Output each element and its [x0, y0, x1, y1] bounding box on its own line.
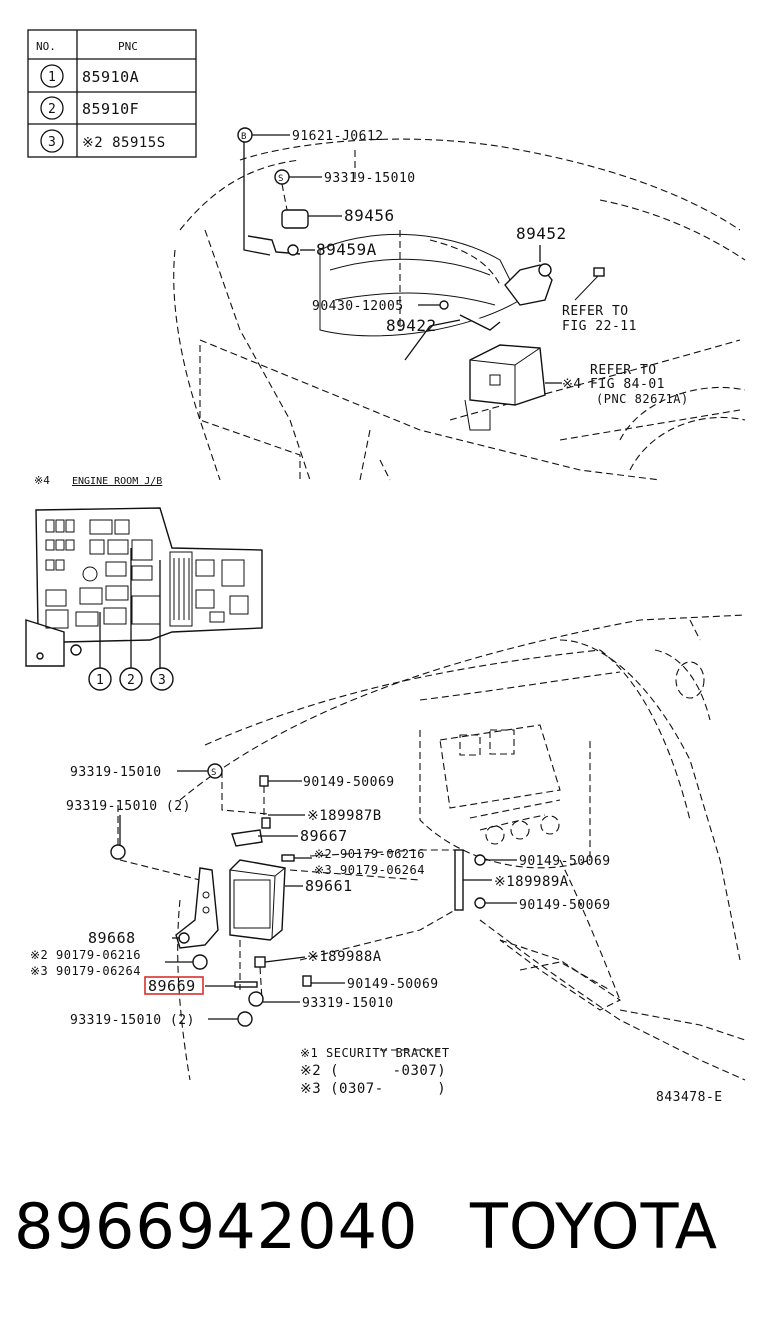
- parts-diagram: NO. PNC 1 85910A 2 85910F 3 ※2 85915S: [25, 29, 746, 1105]
- callout-89459A: 89459A: [316, 240, 377, 259]
- table-row-3-no: 3: [48, 135, 56, 150]
- callout-90179-06216-right: ※2 90179-06216: [314, 847, 425, 861]
- callout-90149-50069-c: 90149-50069: [519, 898, 611, 913]
- callout-90179-06264-right: ※3 90179-06264: [314, 863, 425, 877]
- jb-detail: ※4 ENGINE ROOM J/B: [25, 474, 263, 691]
- dashboard-drawing: S: [110, 614, 746, 1081]
- callout-189989A: ※189989A: [494, 874, 569, 890]
- engine-bay-drawing: B S: [173, 127, 746, 482]
- callout-89668: 89668: [88, 929, 136, 947]
- callout-89456: 89456: [344, 206, 395, 225]
- jb-callout-3: 3: [158, 673, 166, 688]
- refer-pnc-82671A: (PNC 82671A): [596, 392, 689, 406]
- row-1-circle: [40, 64, 64, 88]
- table-row-1-no: 1: [48, 70, 56, 85]
- row-2-circle: [40, 96, 64, 120]
- callout-90149-50069-a: 90149-50069: [303, 775, 395, 790]
- table-row-2-no: 2: [48, 102, 56, 117]
- table-row-2-pnc: 85910F: [82, 100, 139, 118]
- row-3-circle: [40, 129, 64, 153]
- callout-189988A: ※189988A: [307, 949, 382, 965]
- jb-callout-2: 2: [127, 673, 135, 688]
- engine-room-jb-part: [469, 344, 546, 406]
- callout-90179-06216-left: ※2 90179-06216: [30, 948, 141, 962]
- pnc-table: NO. PNC 1 85910A 2 85910F 3 ※2 85915S: [27, 29, 197, 158]
- refer-fig-22-11: FIG 22-11: [562, 319, 637, 334]
- callout-93319-15010-top: 93319-15010: [324, 171, 416, 186]
- callout-90430-12005: 90430-12005: [312, 299, 404, 314]
- footer: 8966942040 TOYOTA: [0, 1190, 760, 1280]
- jb-callout-1: 1: [96, 673, 104, 688]
- table-header-pnc: PNC: [118, 40, 138, 53]
- hood-sensor-part: [281, 209, 309, 229]
- callout-89452: 89452: [516, 224, 567, 243]
- bracket-89668-part: [175, 867, 219, 949]
- callout-93319-15010-2b: 93319-15010 (2): [70, 1013, 195, 1028]
- callout-90149-50069-d: 90149-50069: [347, 977, 439, 992]
- figure-id: 843478-E: [656, 1090, 723, 1105]
- callout-90179-06264-left: ※3 90179-06264: [30, 964, 141, 978]
- sensor-89452-part: [504, 264, 553, 306]
- note-security-bracket: ※1 SECURITY BRACKET: [300, 1046, 450, 1060]
- callout-89422: 89422: [386, 316, 437, 335]
- footnotes: ※1 SECURITY BRACKET ※2 ( -0307) ※3 (0307…: [300, 1046, 723, 1105]
- callout-89669: 89669: [148, 977, 196, 995]
- refer-to-label-1: REFER TO: [562, 304, 629, 319]
- callout-91621-J0612: 91621-J0612: [292, 129, 384, 144]
- callout-93319-15010-a: 93319-15010: [70, 765, 162, 780]
- refer-fig-84-01: ※4 FIG 84-01: [562, 377, 665, 392]
- note-date-range-1: ※2 ( -0307): [300, 1063, 446, 1079]
- bracket-189989A-part: [454, 849, 464, 911]
- bottom-callouts: 93319-15010 93319-15010 (2) 89668 ※2 901…: [30, 765, 611, 1028]
- callout-93319-15010-2a: 93319-15010 (2): [66, 799, 191, 814]
- jb-title-mark: ※4: [34, 474, 50, 487]
- table-row-1-pnc: 85910A: [82, 68, 139, 86]
- refer-to-label-2: REFER TO: [590, 363, 657, 378]
- note-date-range-2: ※3 (0307- ): [300, 1081, 446, 1097]
- table-row-3-pnc: ※2 85915S: [82, 135, 166, 151]
- callout-189987B: ※189987B: [307, 808, 382, 824]
- brand-name: TOYOTA: [470, 1190, 719, 1263]
- bolt-b-mark: B: [241, 132, 246, 142]
- screw-s-mark: S: [278, 174, 283, 184]
- part-number: 8966942040: [14, 1190, 419, 1263]
- callout-93319-15010-b: 93319-15010: [302, 996, 394, 1011]
- screw-s-mark-2: S: [211, 768, 216, 778]
- callout-89661: 89661: [305, 877, 353, 895]
- top-callouts: 91621-J0612 93319-15010 89456 89459A 894…: [292, 129, 689, 406]
- callout-89667: 89667: [300, 827, 348, 845]
- callout-90149-50069-b: 90149-50069: [519, 854, 611, 869]
- jb-title: ENGINE ROOM J/B: [72, 476, 162, 487]
- table-header-no: NO.: [36, 40, 56, 53]
- highlight-box-89669: [144, 976, 204, 995]
